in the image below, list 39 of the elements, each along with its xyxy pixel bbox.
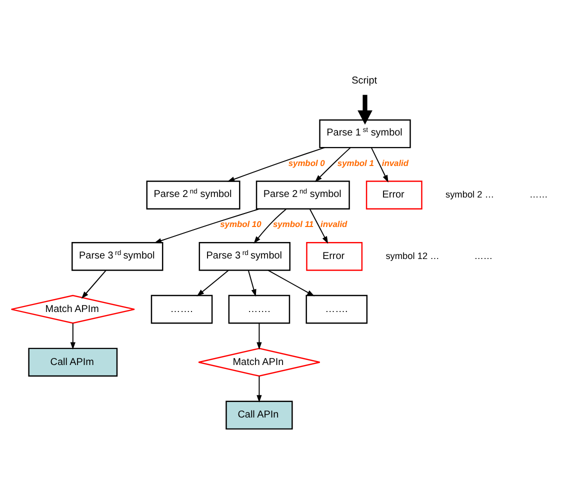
- arrow: [248, 270, 256, 297]
- arrow: [358, 94, 372, 125]
- edge-label: symbol 0: [288, 158, 325, 168]
- node-box: Error: [366, 180, 422, 210]
- edge-label: symbol 10: [220, 219, 262, 230]
- node-box: Call APIm: [28, 348, 118, 377]
- label: symbol 12 …: [386, 250, 440, 261]
- node-box: Parse 2$^{nd}$ symbol: [146, 180, 240, 210]
- label: symbol 2 …: [446, 189, 494, 200]
- arrow: [81, 270, 106, 299]
- edge-label: invalid: [320, 219, 348, 230]
- arrow: [314, 147, 351, 182]
- arrow: [309, 208, 328, 244]
- node-box: Error: [306, 242, 363, 271]
- edge-label: symbol 11: [273, 219, 314, 230]
- arrow: [254, 208, 287, 244]
- arrow: [154, 208, 260, 244]
- node-diamond: Match APIn: [198, 348, 320, 377]
- node-box: …….: [228, 294, 290, 324]
- label: ……: [529, 189, 548, 200]
- node-box: Parse 1$^{st}$ symbol: [319, 119, 411, 148]
- node-box: Parse 3$^{rd}$ symbol: [72, 242, 164, 271]
- arrow: [70, 322, 76, 350]
- arrow: [268, 270, 315, 296]
- arrow: [370, 147, 388, 182]
- label: ……: [474, 250, 493, 261]
- node-diamond: Match APIm: [10, 294, 136, 324]
- arrow: [256, 322, 262, 350]
- node-box: Call APIn: [226, 400, 293, 430]
- node-text: Script: [352, 75, 378, 86]
- arrow: [256, 376, 262, 403]
- edge-label: symbol 1: [337, 158, 374, 168]
- node-box: Parse 2$^{nd}$ symbol: [256, 180, 350, 210]
- node-box: Parse 3$^{rd}$ symbol: [198, 242, 290, 271]
- arrow: [227, 147, 326, 182]
- arrow: [196, 270, 229, 296]
- edge-label: invalid: [382, 158, 409, 168]
- node-box: …….: [150, 294, 213, 324]
- node-box: …….: [306, 294, 368, 324]
